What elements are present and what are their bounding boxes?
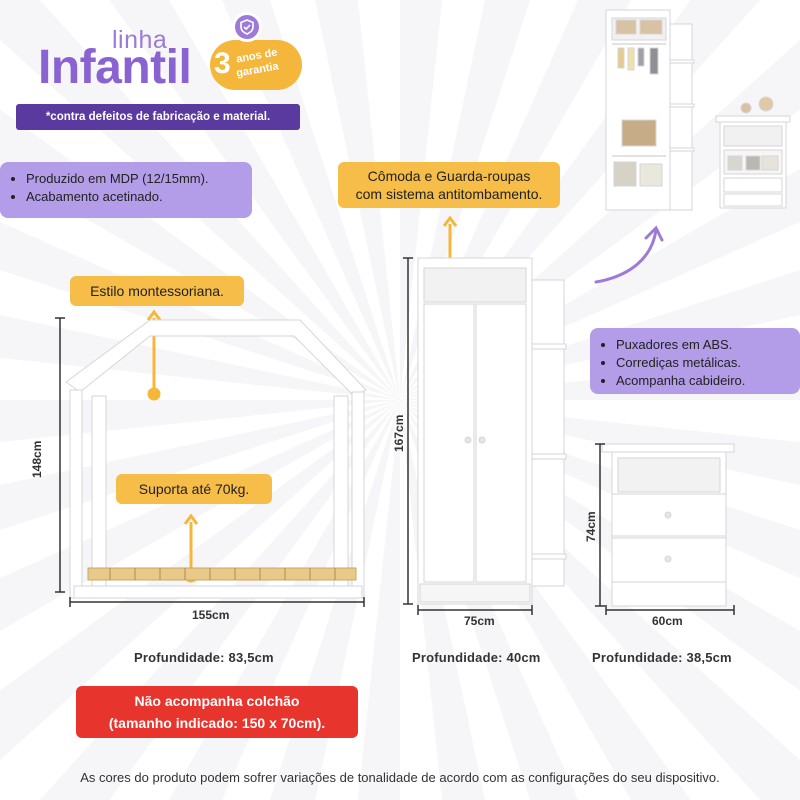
dresser-depth-label: Profundidade: 38,5cm (592, 650, 732, 665)
bed-width-label: 155cm (192, 608, 230, 622)
feature-item: Puxadores em ABS. (616, 336, 788, 354)
warranty-years: 3 (214, 47, 231, 80)
material-features-box: Produzido em MDP (12/15mm). Acabamento a… (0, 162, 252, 218)
dresser-height-label: 74cm (584, 511, 598, 542)
bed-drawing (65, 319, 367, 599)
logo-line-text: linha (112, 26, 168, 54)
hardware-features-box: Puxadores em ABS. Corrediças metálicas. … (590, 328, 800, 394)
support-callout: Suporta até 70kg. (116, 474, 272, 504)
wardrobe-thumbnail (605, 9, 695, 211)
logo-brand-text: Infantil (38, 41, 192, 94)
bed-slats (109, 568, 336, 580)
feature-item: Corrediças metálicas. (616, 354, 788, 372)
color-disclaimer: As cores do produto podem sofrer variaçõ… (80, 770, 720, 785)
warranty-badge: 3 anos de garantia (210, 40, 302, 90)
feature-item: Acompanha cabideiro. (616, 372, 788, 390)
curved-arrow-icon (594, 225, 664, 284)
dresser-thumbnail (715, 96, 791, 209)
dresser-drawing (601, 443, 735, 607)
feature-item: Produzido em MDP (12/15mm). (26, 170, 240, 188)
mattress-notice: Não acompanha colchão (tamanho indicado:… (76, 686, 358, 738)
feature-item: Acabamento acetinado. (26, 188, 240, 206)
montessori-callout: Estilo montessoriana. (70, 276, 244, 306)
wardrobe-height-label: 167cm (392, 414, 406, 452)
bed-depth-label: Profundidade: 83,5cm (134, 650, 274, 665)
defect-warranty-note: *contra defeitos de fabricação e materia… (16, 104, 300, 130)
mattress-notice-line1: Não acompanha colchão (134, 693, 300, 709)
wardrobe-width-label: 75cm (464, 614, 495, 628)
wardrobe-depth-label: Profundidade: 40cm (412, 650, 541, 665)
mattress-notice-line2: (tamanho indicado: 150 x 70cm). (108, 715, 326, 731)
antitip-line1: Cômoda e Guarda-roupas (367, 168, 531, 184)
wardrobe-drawing (417, 257, 567, 605)
dresser-width-label: 60cm (652, 614, 683, 628)
bed-height-label: 148cm (30, 440, 44, 478)
antitip-line2: com sistema antitombamento. (355, 186, 543, 202)
antitip-callout: Cômoda e Guarda-roupas com sistema antit… (338, 162, 560, 208)
shield-check-icon (232, 12, 262, 42)
dimension-lines (55, 257, 735, 615)
